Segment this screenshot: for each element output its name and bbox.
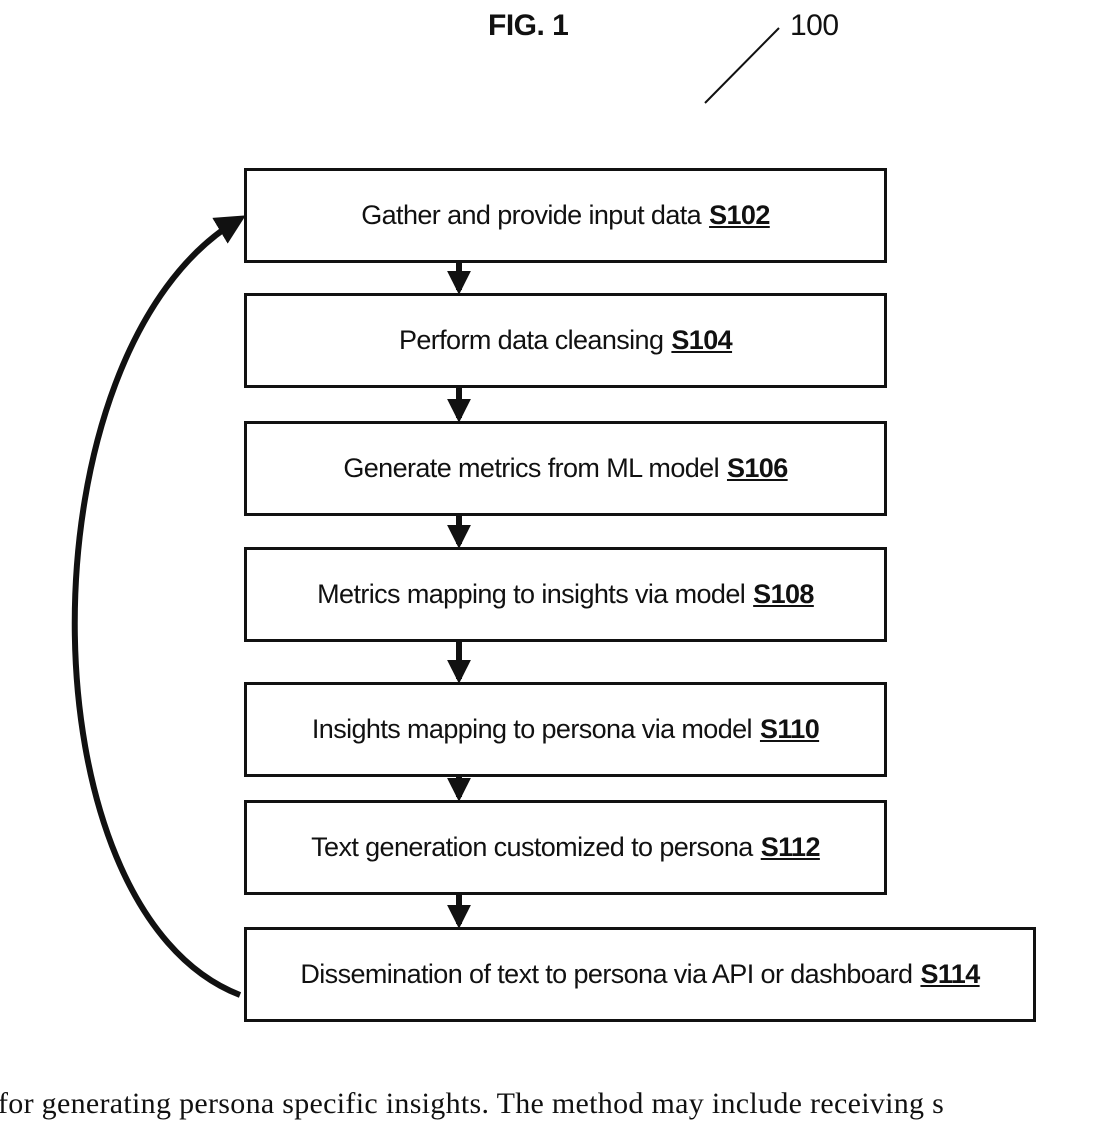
figure-title: FIG. 1 <box>488 6 568 46</box>
step-box-s106: Generate metrics from ML model S106 <box>244 421 887 516</box>
step-code: S106 <box>727 453 788 484</box>
feedback-loop-arrow <box>75 220 240 995</box>
reference-leader-line <box>705 28 779 103</box>
body-text-snippet: for generating persona specific insights… <box>0 1084 1095 1124</box>
step-label: Dissemination of text to persona via API… <box>300 959 912 990</box>
step-box-s112: Text generation customized to persona S1… <box>244 800 887 895</box>
step-code: S104 <box>671 325 732 356</box>
step-label: Metrics mapping to insights via model <box>317 579 745 610</box>
step-code: S114 <box>920 959 979 990</box>
step-box-s104: Perform data cleansing S104 <box>244 293 887 388</box>
step-label: Perform data cleansing <box>399 325 663 356</box>
step-box-s114: Dissemination of text to persona via API… <box>244 927 1036 1022</box>
step-label: Generate metrics from ML model <box>343 453 719 484</box>
step-box-s102: Gather and provide input data S102 <box>244 168 887 263</box>
step-code: S112 <box>761 832 820 863</box>
reference-number: 100 <box>790 6 839 46</box>
step-label: Gather and provide input data <box>361 200 701 231</box>
step-box-s110: Insights mapping to persona via model S1… <box>244 682 887 777</box>
step-code: S110 <box>760 714 819 745</box>
step-label: Text generation customized to persona <box>311 832 753 863</box>
step-code: S108 <box>753 579 814 610</box>
step-label: Insights mapping to persona via model <box>312 714 752 745</box>
step-code: S102 <box>709 200 770 231</box>
step-box-s108: Metrics mapping to insights via model S1… <box>244 547 887 642</box>
